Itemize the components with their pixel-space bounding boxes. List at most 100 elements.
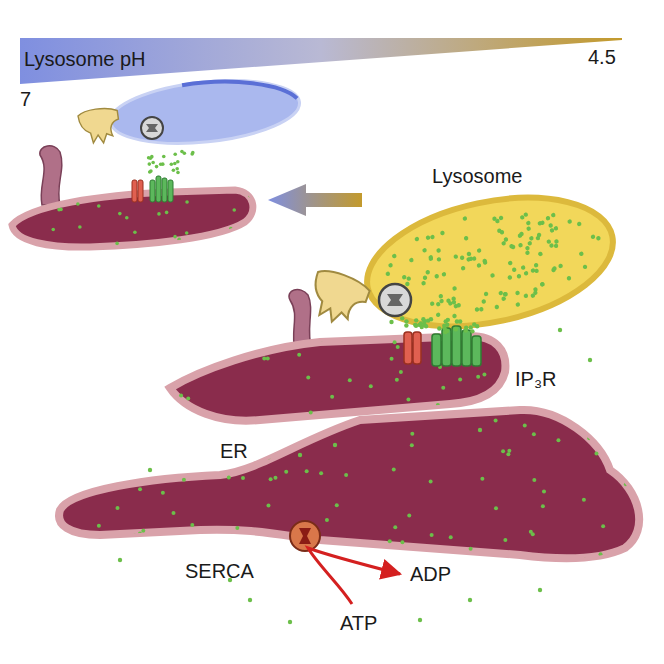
calcium-dot <box>319 471 323 475</box>
calcium-dot <box>305 469 309 473</box>
calcium-dot <box>535 236 540 241</box>
calcium-dot <box>172 345 176 349</box>
atp-arrow <box>308 548 400 604</box>
calcium-dot <box>478 428 482 432</box>
calcium-dot <box>344 473 348 477</box>
calcium-dot <box>177 409 181 413</box>
calcium-dot <box>531 532 535 536</box>
calcium-dot <box>613 427 617 431</box>
calcium-dots <box>147 150 195 175</box>
calcium-dot <box>445 329 449 333</box>
calcium-dot <box>503 237 508 242</box>
calcium-dot <box>149 156 153 160</box>
calcium-dot <box>494 418 498 422</box>
calcium-dot <box>333 415 337 419</box>
calcium-dot <box>222 543 226 547</box>
calcium-dot <box>453 327 457 331</box>
calcium-dot <box>235 526 239 530</box>
calcium-dot <box>297 353 301 357</box>
calcium-dot <box>399 370 403 374</box>
calcium-dot <box>56 461 60 465</box>
channel-pore <box>146 124 158 132</box>
calcium-dot <box>495 218 500 223</box>
pump-label: SERCA <box>185 560 254 583</box>
calcium-dot <box>390 357 394 361</box>
calcium-dot <box>220 341 224 345</box>
calcium-dot <box>99 410 103 414</box>
calcium-dot <box>176 464 180 468</box>
calcium-dot <box>511 244 516 249</box>
calcium-dot <box>472 256 477 261</box>
calcium-dot <box>549 243 554 248</box>
calcium-dot <box>468 598 472 602</box>
calcium-dot <box>400 316 404 320</box>
ip3r-channel <box>432 334 441 366</box>
arrow-shape <box>268 184 362 216</box>
calcium-dot <box>582 498 586 502</box>
calcium-dot <box>97 204 101 208</box>
channel-pore <box>387 294 403 306</box>
calcium-dot <box>558 328 562 332</box>
calcium-dot <box>428 256 433 261</box>
calcium-dot <box>172 168 176 172</box>
calcium-dot <box>306 376 310 380</box>
calcium-dot <box>437 326 441 330</box>
calcium-dot <box>177 238 181 242</box>
molecule-label: ATP <box>340 612 377 635</box>
calcium-dot <box>279 333 283 337</box>
calcium-dot <box>476 375 480 379</box>
calcium-dot <box>460 255 465 260</box>
calcium-dot <box>538 588 542 592</box>
calcium-dot <box>436 403 440 407</box>
calcium-dot <box>548 223 553 228</box>
calcium-dot <box>185 348 189 352</box>
calcium-dot <box>138 487 142 491</box>
calcium-dot <box>410 443 414 447</box>
calcium-dots <box>56 404 629 562</box>
calcium-dot <box>233 232 237 236</box>
calcium-dot <box>76 202 80 206</box>
calcium-dot <box>501 296 506 301</box>
calcium-dot <box>148 468 152 472</box>
calcium-dot <box>515 290 520 295</box>
calcium-dot <box>481 299 486 304</box>
calcium-dot <box>59 208 63 212</box>
calcium-dot <box>413 408 417 412</box>
ip3r-channel <box>156 176 161 202</box>
calcium-dot <box>118 558 122 562</box>
calcium-dot <box>414 324 418 328</box>
calcium-dot <box>523 271 528 276</box>
calcium-dot <box>588 416 592 420</box>
calcium-dot <box>183 422 187 426</box>
calcium-dot <box>624 462 628 466</box>
calcium-dot <box>227 475 231 479</box>
calcium-dot <box>588 358 592 362</box>
calcium-dot <box>161 162 165 166</box>
red-channel <box>132 180 137 202</box>
calcium-dot <box>90 438 94 442</box>
calcium-dot <box>556 438 560 442</box>
calcium-dot <box>430 533 434 537</box>
serca-pump <box>290 521 320 551</box>
calcium-dot <box>508 260 513 265</box>
calcium-dot <box>239 462 243 466</box>
calcium-dot <box>402 275 407 280</box>
calcium-dot <box>490 273 495 278</box>
calcium-dot <box>248 598 252 602</box>
calcium-dot <box>392 253 397 258</box>
calcium-dot <box>430 234 435 239</box>
scale-min: 7 <box>20 88 31 111</box>
er-tubule <box>40 146 62 205</box>
calcium-dot <box>78 225 82 229</box>
calcium-dot <box>590 234 595 239</box>
calcium-dot <box>533 290 538 295</box>
calcium-dot <box>363 548 367 552</box>
calcium-dot <box>63 445 67 449</box>
calcium-dot <box>436 257 441 262</box>
scale-max: 4.5 <box>588 46 616 69</box>
channel-ring <box>141 117 163 139</box>
calcium-dot <box>335 503 339 507</box>
calcium-dot <box>393 525 397 529</box>
calcium-dot <box>133 533 137 537</box>
